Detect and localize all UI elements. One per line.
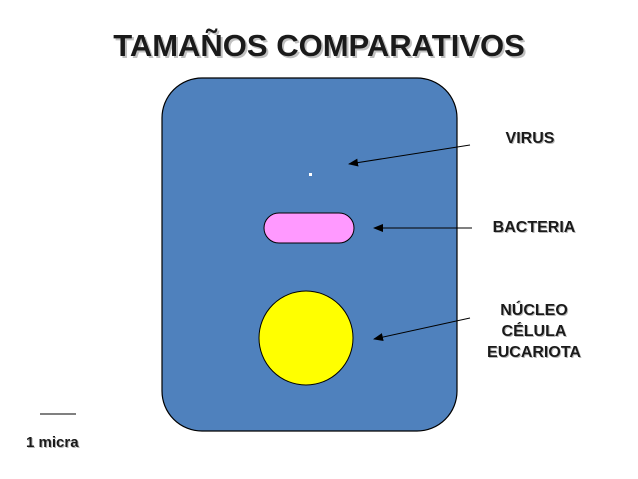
nucleus-label-line-2: CÉLULA xyxy=(501,323,567,340)
nucleus-shape xyxy=(258,290,354,386)
nucleus-label-line-3: EUCARIOTA xyxy=(487,344,581,361)
nucleus-label-line-1: NÚCLEO xyxy=(500,302,568,319)
virus-arrow xyxy=(348,144,471,167)
eukaryotic-cell xyxy=(161,77,458,432)
diagram-title: TAMAÑOS COMPARATIVOS xyxy=(113,28,525,63)
bacteria-label: BACTERIA xyxy=(492,219,576,236)
scale-label: 1 micra xyxy=(26,434,79,451)
virus-dot xyxy=(309,173,312,176)
bacteria-shape xyxy=(263,212,355,244)
virus-label: VIRUS xyxy=(505,130,555,147)
nucleus-label: NÚCLEO CÉLULA EUCARIOTA xyxy=(474,300,594,363)
nucleus-arrow xyxy=(373,317,471,341)
